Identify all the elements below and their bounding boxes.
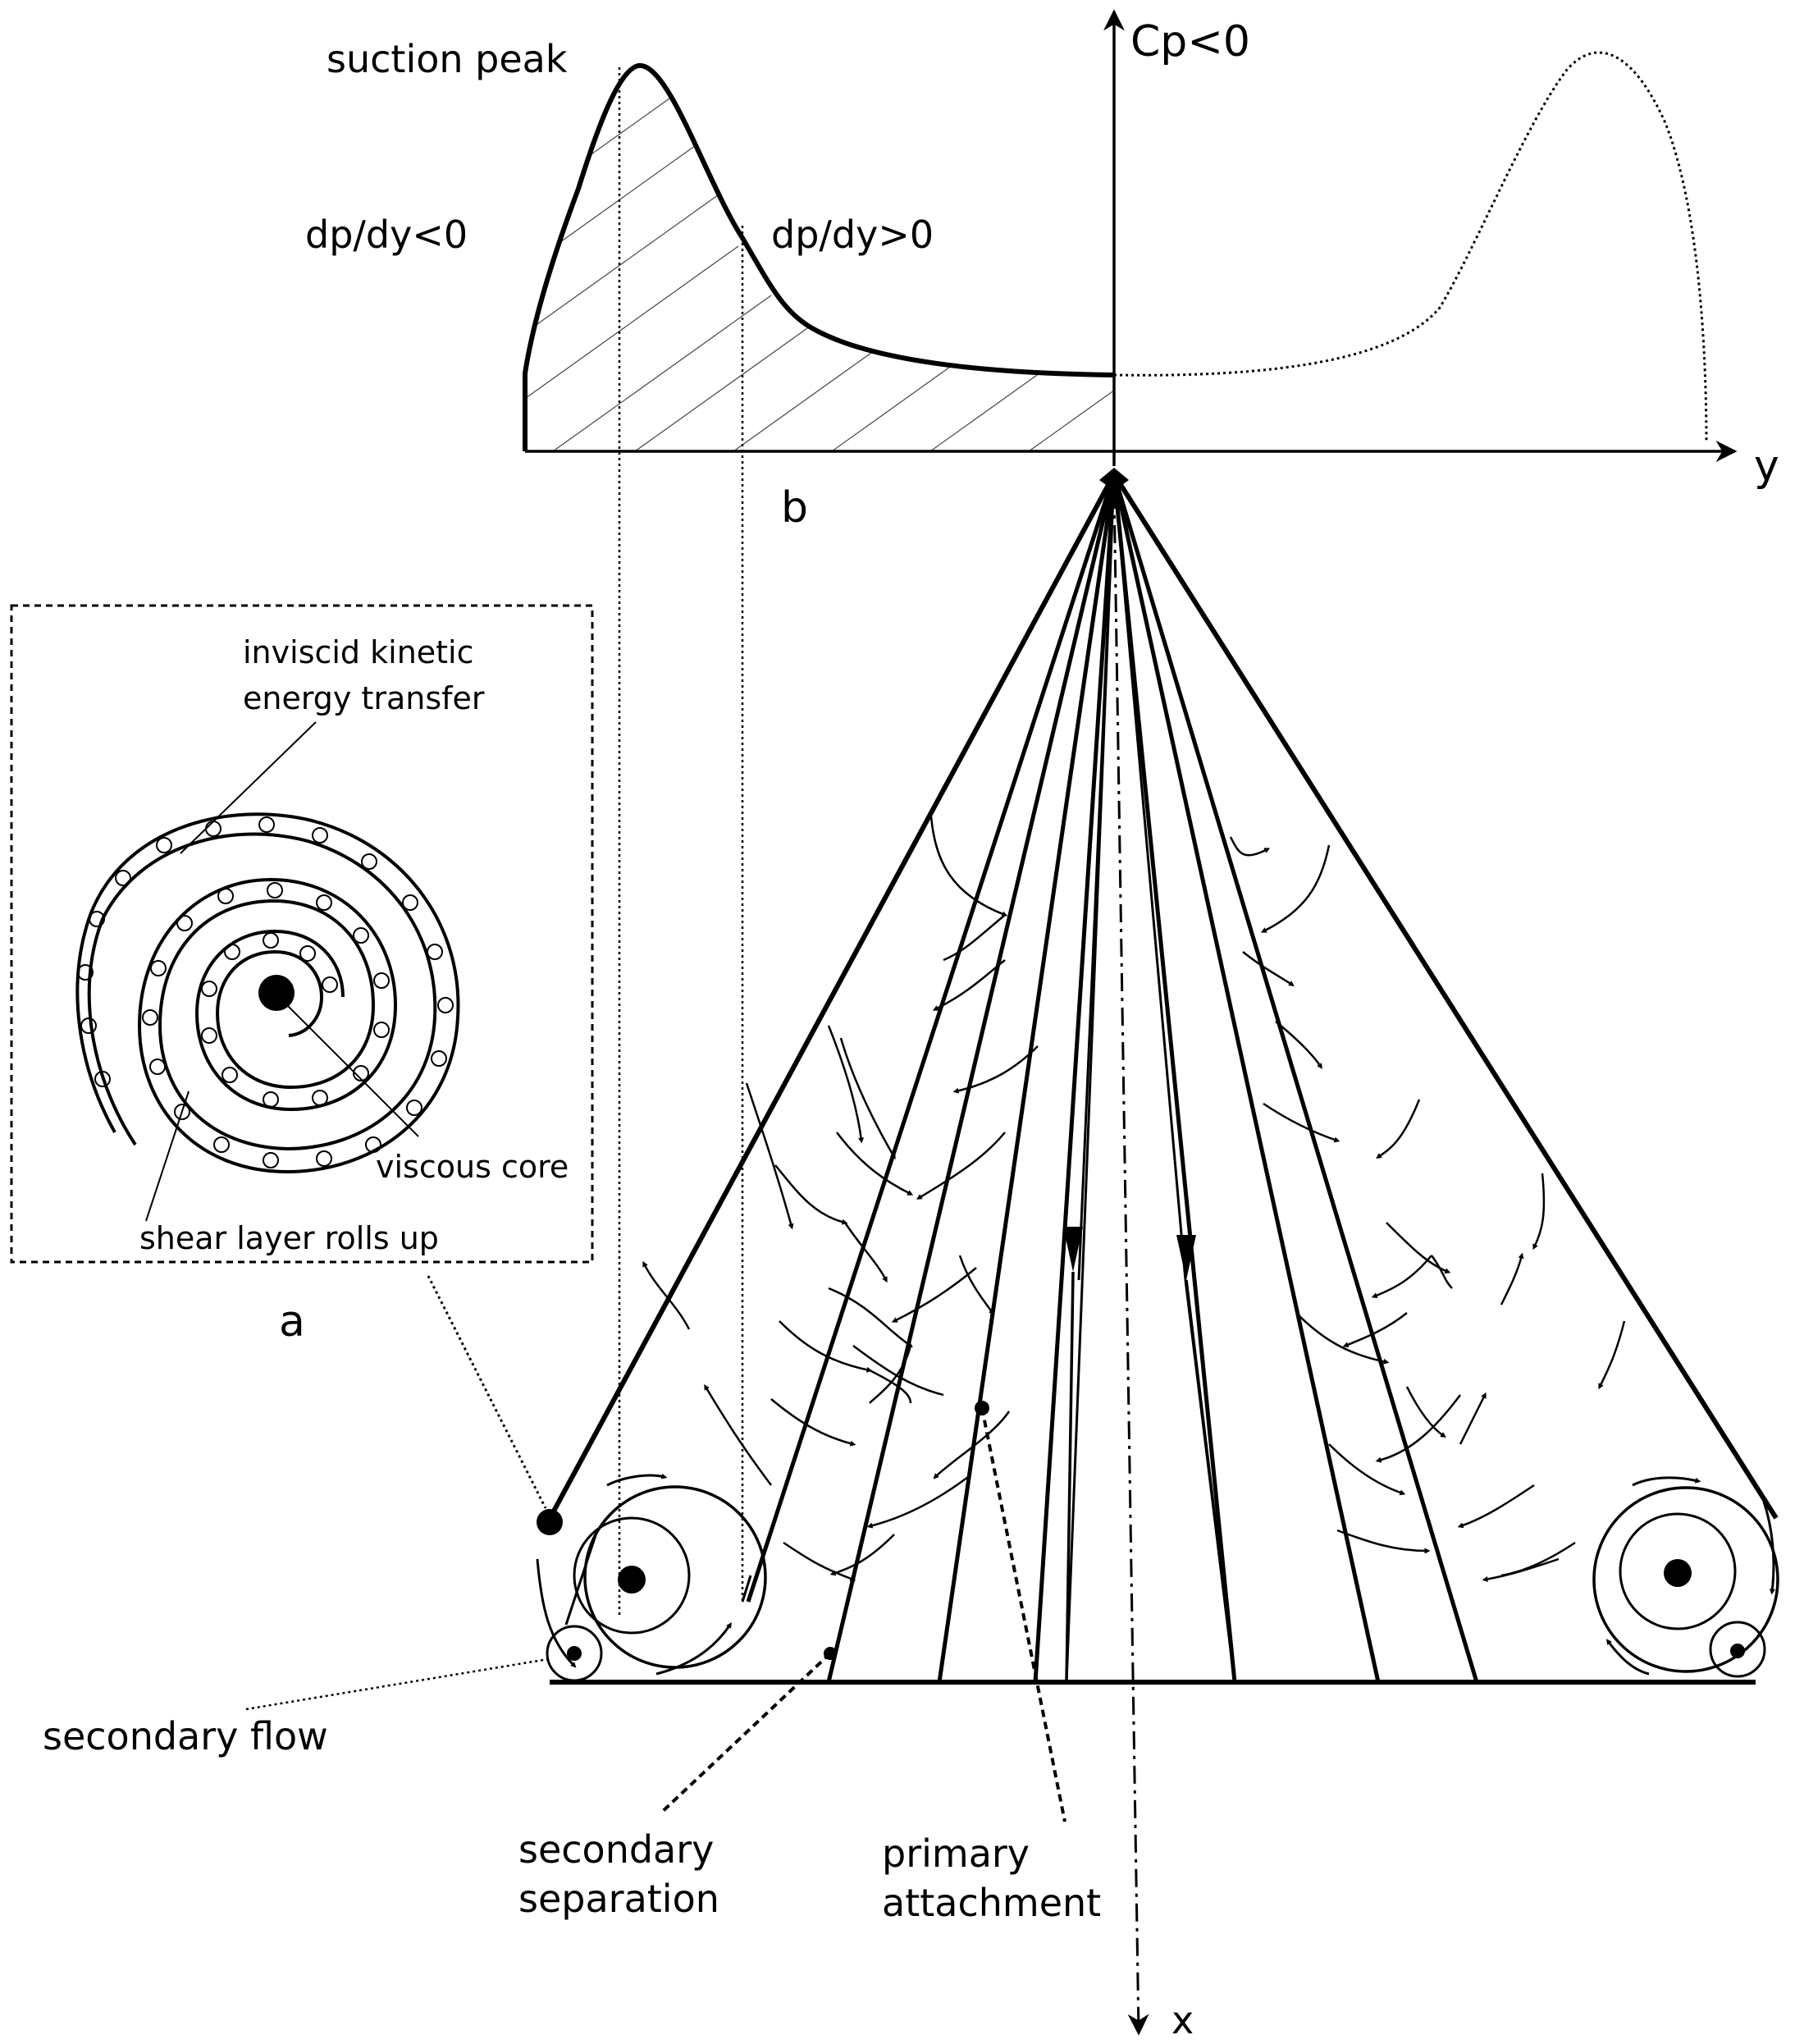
- secondary-separation-label-line2: separation: [518, 1877, 719, 1921]
- cp-curve-right: [1113, 51, 1708, 444]
- callouts: secondary flow secondary separation prim…: [43, 1407, 1101, 1925]
- left-separation-dot: [537, 1509, 563, 1535]
- herringbone-left: [642, 816, 1039, 1582]
- viscous-core-label: viscous core: [376, 1149, 569, 1185]
- right-vortex-core: [1664, 1559, 1692, 1587]
- secondary-separation-label-line1: secondary: [518, 1827, 714, 1872]
- shear-layer-leader: [145, 1091, 190, 1222]
- panel-a-label: a: [279, 1297, 305, 1347]
- left-secondary-vortex: [546, 1625, 603, 1682]
- x-axis-label: x: [1171, 1998, 1194, 2042]
- inviscid-label-line1: inviscid kinetic: [243, 634, 474, 670]
- inviscid-leader: [180, 721, 317, 854]
- left-vortex-core: [618, 1566, 646, 1594]
- left-secondary-core: [567, 1646, 582, 1661]
- cp-axis-label: Cp<0: [1130, 17, 1250, 66]
- secondary-flow-leader: [245, 1658, 549, 1711]
- central-ray-right-tail: [1185, 1279, 1236, 1683]
- spiral-inner-edge: [75, 812, 460, 1174]
- inset-connector: [427, 1275, 547, 1509]
- negative-gradient-label: dp/dy<0: [305, 213, 468, 257]
- secondary-flow-label: secondary flow: [43, 1714, 328, 1758]
- inset-frame: [10, 604, 594, 1264]
- y-axis-label: y: [1754, 441, 1779, 491]
- surface-streamlines-thin: [1065, 473, 1236, 1683]
- herringbone-right: [1229, 836, 1626, 1582]
- primary-attachment-leader: [980, 1407, 1066, 1822]
- shear-layer-label: shear layer rolls up: [139, 1220, 439, 1256]
- x-axis: [1112, 490, 1149, 2036]
- central-ray-left-tail: [1065, 1271, 1075, 1683]
- viscous-core-dot: [258, 975, 295, 1011]
- central-arrow-right: [1176, 1235, 1196, 1280]
- inviscid-label-line2: energy transfer: [243, 680, 485, 716]
- central-arrow-left: [1063, 1227, 1083, 1272]
- left-primary-vortex: [536, 1473, 767, 1682]
- primary-attachment-label-line1: primary: [882, 1831, 1030, 1876]
- vortex-inset-panel-a: inviscid kinetic energy transfer viscous…: [10, 604, 594, 1509]
- cp-curve-left: [523, 63, 1115, 451]
- suction-peak-label: suction peak: [327, 37, 568, 81]
- panel-b-label: b: [781, 483, 808, 533]
- pressure-plot-panel-b: Cp<0 y suction peak dp/dy<0 dp/dy>0 b: [305, 9, 1779, 533]
- spiral-outer-edge: [87, 832, 437, 1151]
- right-primary-vortex: [1592, 1476, 1779, 1678]
- surface-streamlines: [746, 473, 1779, 1683]
- primary-attachment-label-line2: attachment: [882, 1881, 1101, 1925]
- right-secondary-vortex: [1709, 1621, 1766, 1678]
- projection-lines: [618, 67, 744, 1618]
- secondary-separation-leader: [659, 1652, 832, 1815]
- positive-gradient-label: dp/dy>0: [771, 213, 934, 257]
- viscous-core-leader: [278, 996, 419, 1137]
- shear-layer-eddies: [77, 816, 454, 1168]
- right-secondary-core: [1730, 1644, 1745, 1658]
- left-leading-edge: [543, 473, 1117, 1528]
- delta-wing: [536, 468, 1779, 1685]
